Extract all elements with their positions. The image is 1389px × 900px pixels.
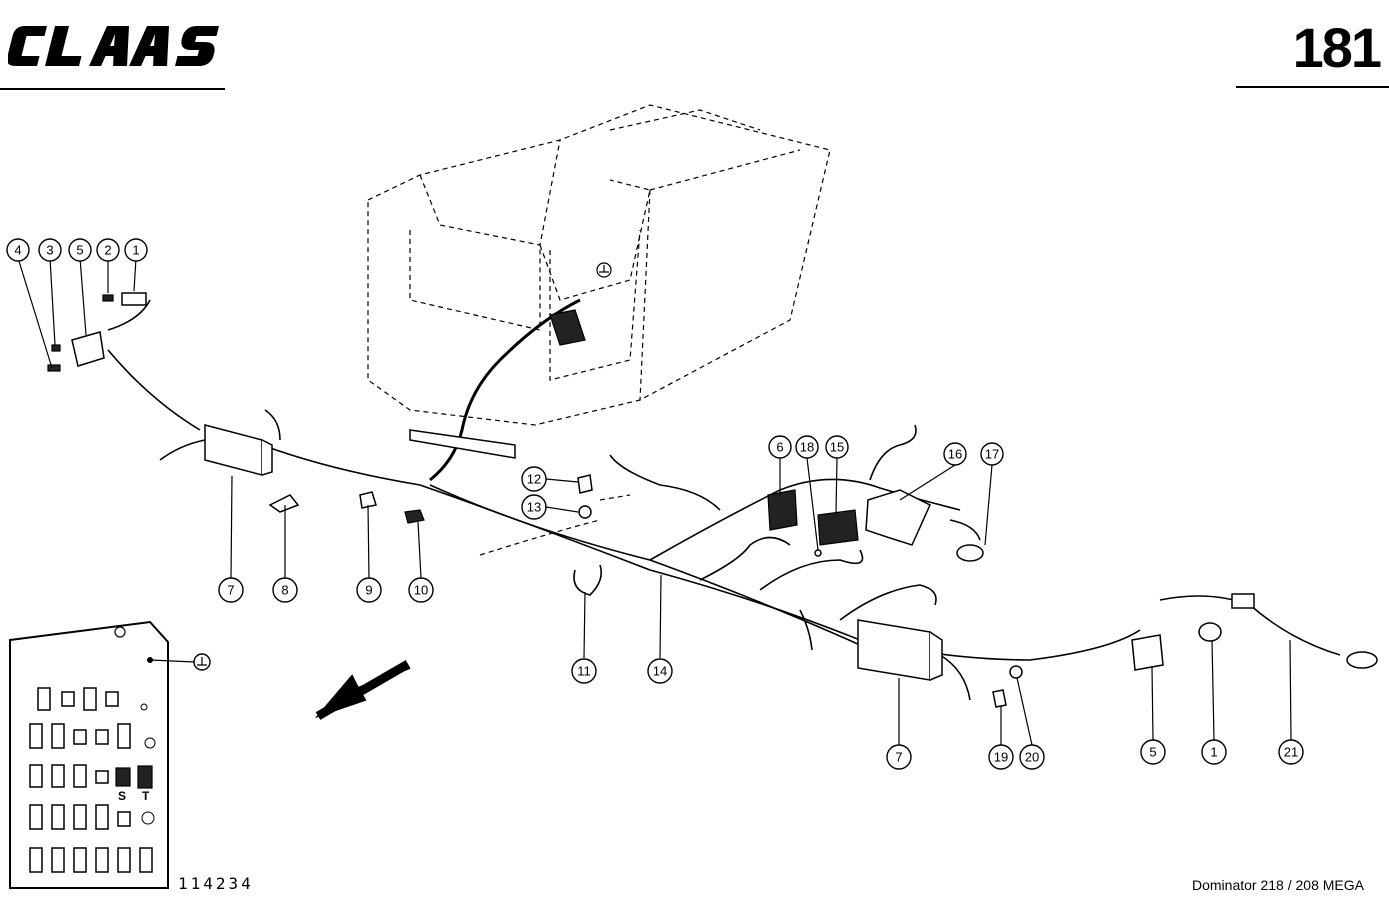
lamp-5-left: [71, 331, 105, 367]
bulb-2: [102, 294, 114, 302]
svg-text:7: 7: [227, 583, 234, 598]
callout-5-right: 5: [1140, 739, 1166, 765]
fuse-label-s: S: [118, 789, 126, 803]
svg-text:1: 1: [1210, 745, 1217, 760]
svg-text:18: 18: [800, 440, 814, 455]
callout-1-right: 1: [1201, 739, 1227, 765]
model-label: Dominator 218 / 208 MEGA: [1192, 877, 1364, 893]
callout-1: 1: [124, 238, 148, 262]
svg-text:5: 5: [1149, 745, 1156, 760]
callout-6: 6: [768, 435, 792, 459]
svg-text:1: 1: [132, 243, 139, 258]
callout-2: 2: [96, 238, 120, 262]
svg-text:8: 8: [281, 583, 288, 598]
horn-17: [956, 544, 984, 562]
callout-9: 9: [356, 577, 382, 603]
claas-logo-mark: [7, 26, 220, 66]
callout-7: 7: [218, 577, 244, 603]
page-number: 181: [1292, 16, 1382, 79]
svg-text:15: 15: [830, 440, 844, 455]
fuse-row-5: [29, 847, 153, 873]
svg-text:11: 11: [577, 664, 591, 679]
callout-17: 17: [980, 442, 1004, 466]
callout-21: 21: [1278, 739, 1304, 765]
work-light-right: [857, 619, 943, 681]
grommet-20: [1009, 665, 1023, 679]
strap-11: [573, 564, 603, 596]
relay-15: [817, 509, 859, 546]
relay-6: [767, 489, 798, 531]
svg-text:6: 6: [776, 440, 783, 455]
arrow-shaft: [315, 660, 411, 720]
callout-8: 8: [272, 577, 298, 603]
work-light-left: [204, 424, 273, 476]
nut-13: [578, 505, 592, 519]
bulb-3: [51, 344, 61, 352]
callout-14: 14: [647, 658, 673, 684]
svg-text:16: 16: [948, 447, 962, 462]
callout-12: 12: [521, 466, 547, 492]
callout-15: 15: [825, 435, 849, 459]
fuse-18: [814, 549, 822, 557]
svg-text:20: 20: [1025, 750, 1039, 765]
screw-4: [47, 364, 61, 372]
bracket-16: [865, 489, 931, 546]
svg-text:3: 3: [46, 243, 53, 258]
clip-9: [359, 491, 377, 509]
leader-lines: [17, 257, 1292, 746]
callout-20: 20: [1019, 744, 1045, 770]
header-rule-left: [0, 88, 225, 90]
callout-11: 11: [571, 658, 597, 684]
fuse-panel: S T: [9, 620, 196, 889]
svg-text:17: 17: [985, 447, 999, 462]
callout-19: 19: [988, 744, 1014, 770]
header-rule-right: [1236, 86, 1389, 88]
fuse-row-4: [29, 804, 155, 830]
svg-text:10: 10: [414, 583, 428, 598]
svg-text:9: 9: [365, 583, 372, 598]
key-switch-12: [577, 474, 593, 494]
connector-plate: [409, 429, 516, 459]
svg-text:7: 7: [895, 750, 902, 765]
relay-8: [268, 494, 300, 513]
callout-13: 13: [521, 494, 547, 520]
svg-text:19: 19: [994, 750, 1008, 765]
callout-10: 10: [408, 577, 434, 603]
svg-text:14: 14: [653, 664, 667, 679]
fuse-label-t: T: [142, 789, 150, 803]
sensor-21: [1346, 651, 1378, 669]
claas-logo: [7, 22, 230, 70]
svg-text:21: 21: [1284, 745, 1298, 760]
ground-symbol-icon: [193, 653, 211, 671]
callout-7-right: 7: [886, 744, 912, 770]
ground-symbol-top: [596, 262, 612, 278]
svg-text:2: 2: [104, 243, 111, 258]
drawing-number: 114234: [178, 874, 254, 893]
connector-21: [1231, 593, 1255, 609]
switch-1-left: [121, 292, 147, 306]
switch-1-right: [1198, 622, 1222, 642]
callout-5: 5: [68, 238, 92, 262]
svg-text:4: 4: [14, 243, 21, 258]
dashed-key-path: [479, 494, 631, 556]
fuse-row-3: [29, 764, 153, 789]
lamp-5-right: [1131, 634, 1164, 671]
callout-16: 16: [943, 442, 967, 466]
callout-3: 3: [38, 238, 62, 262]
fuse-row-2: [29, 723, 156, 749]
callout-18: 18: [795, 435, 819, 459]
clip-19: [992, 689, 1007, 708]
cab-relay-box: [549, 309, 586, 346]
svg-text:12: 12: [527, 472, 541, 487]
svg-text:5: 5: [76, 243, 83, 258]
callout-4: 4: [6, 238, 30, 262]
svg-text:13: 13: [527, 500, 541, 515]
fuse-row-1: [37, 687, 148, 711]
clip-10: [404, 509, 425, 524]
